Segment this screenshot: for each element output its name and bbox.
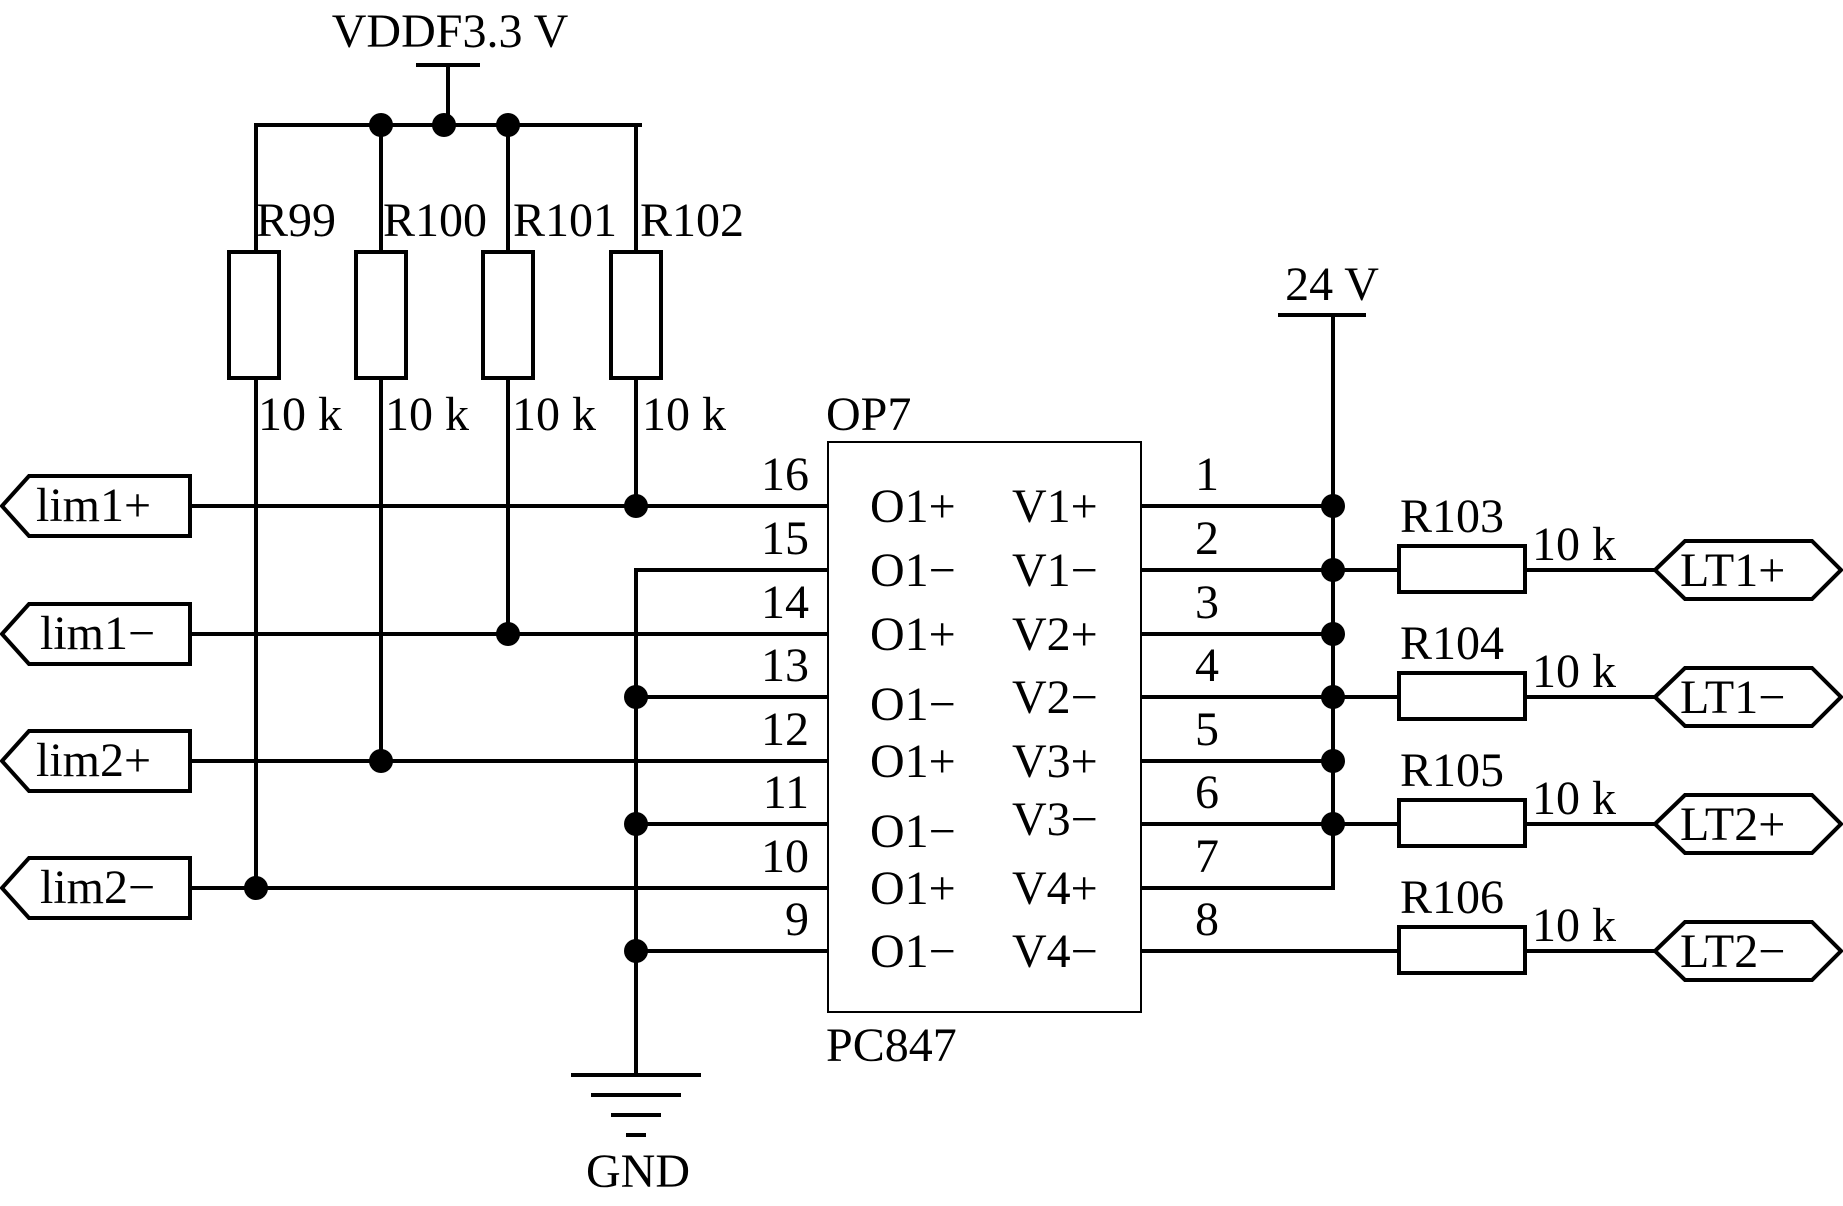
optocoupler-ic: OP7 PC847 (826, 388, 1142, 1072)
ic-pin-name: V1− (1012, 544, 1098, 597)
ic-pin-name: O1+ (870, 608, 956, 661)
r100-value: 10 k (385, 388, 469, 441)
output-port-lt2-minus: LT2− (1652, 920, 1843, 982)
ic-pin-name: V4− (1012, 925, 1098, 978)
output-port-label: LT2− (1680, 925, 1785, 978)
ic-pin-name: V1+ (1012, 480, 1098, 533)
output-port-lt2-plus: LT2+ (1652, 793, 1843, 855)
ic-pin-name: V3− (1012, 793, 1098, 846)
pullup-r102: R102 10 k (609, 123, 744, 508)
ic-pin-number: 15 (761, 512, 809, 565)
ic-pin-number: 16 (761, 448, 809, 501)
vddf-label: VDDF3.3 V (332, 5, 569, 58)
r106-value: 10 k (1532, 899, 1616, 952)
ic-pin-number: 13 (761, 639, 809, 692)
v24-supply: 24 V (1139, 258, 1379, 890)
ic-pin-name: V3+ (1012, 735, 1098, 788)
r105-name: R105 (1400, 744, 1504, 797)
ic-pin-number: 2 (1195, 512, 1219, 565)
ic-pin-number: 9 (785, 893, 809, 946)
ic-part: PC847 (826, 1019, 957, 1072)
v24-label: 24 V (1285, 258, 1379, 311)
ic-pin-number: 5 (1195, 703, 1219, 756)
pullup-r101: R101 10 k (481, 123, 617, 636)
ic-pin-name: O1− (870, 544, 956, 597)
r99-name: R99 (256, 194, 336, 247)
series-r104: R104 10 k (1139, 617, 1657, 721)
output-port-label: LT1− (1680, 671, 1785, 724)
input-port-label: lim1+ (36, 479, 151, 532)
ic-pin-name: V4+ (1012, 862, 1098, 915)
pullup-r99: R99 10 k (227, 123, 342, 890)
ic-pin-number: 14 (761, 576, 809, 629)
ic-pin-number: 4 (1195, 639, 1219, 692)
r102-value: 10 k (642, 388, 726, 441)
r103-value: 10 k (1532, 518, 1616, 571)
series-r106: R106 10 k (1139, 871, 1657, 975)
ic-pin-name: V2− (1012, 671, 1098, 724)
r101-value: 10 k (512, 388, 596, 441)
r101-name: R101 (513, 194, 617, 247)
gnd-net (624, 568, 830, 1077)
ic-pin-number: 11 (763, 766, 809, 819)
input-port-lim1-plus: lim1+ (0, 474, 830, 538)
ic-pin-name: O1− (870, 678, 956, 731)
r106-name: R106 (1400, 871, 1504, 924)
vddf-supply: VDDF3.3 V (254, 5, 642, 137)
ic-pin-number: 8 (1195, 893, 1219, 946)
input-port-label: lim2+ (36, 734, 151, 787)
r100-name: R100 (383, 194, 487, 247)
ic-pin-name: O1− (870, 925, 956, 978)
series-r103: R103 10 k (1139, 490, 1657, 594)
ic-pin-name: V2+ (1012, 608, 1098, 661)
output-port-label: LT1+ (1680, 544, 1785, 597)
ic-pin-number: 7 (1195, 830, 1219, 883)
r102-name: R102 (640, 194, 744, 247)
input-port-lim2-plus: lim2+ (0, 729, 830, 793)
input-port-label: lim2− (40, 861, 155, 914)
ic-pin-number: 10 (761, 830, 809, 883)
ic-pin-number: 3 (1195, 576, 1219, 629)
output-port-lt1-minus: LT1− (1652, 666, 1843, 728)
ic-pin-name: O1− (870, 805, 956, 858)
series-r105: R105 10 k (1139, 744, 1657, 848)
ic-pin-name: O1+ (870, 735, 956, 788)
output-port-lt1-plus: LT1+ (1652, 539, 1843, 601)
input-port-label: lim1− (40, 607, 155, 660)
r105-value: 10 k (1532, 772, 1616, 825)
ic-right-pins: 1V1+ 2V1− 3V2+ 4V2− 5V3+ 6V3− 7V4+ 8V4− (1012, 448, 1219, 978)
r103-name: R103 (1400, 490, 1504, 543)
ic-pin-name: O1+ (870, 862, 956, 915)
ic-pin-number: 1 (1195, 448, 1219, 501)
r104-value: 10 k (1532, 645, 1616, 698)
output-port-label: LT2+ (1680, 798, 1785, 851)
r104-name: R104 (1400, 617, 1504, 670)
ic-pin-name: O1+ (870, 480, 956, 533)
gnd-symbol: GND (571, 1073, 701, 1198)
input-port-lim1-minus: lim1− (0, 602, 830, 666)
gnd-label: GND (586, 1145, 690, 1198)
ic-ref: OP7 (826, 388, 911, 441)
ic-pin-number: 12 (761, 703, 809, 756)
r99-value: 10 k (258, 388, 342, 441)
input-port-lim2-minus: lim2− (0, 856, 830, 920)
ic-pin-number: 6 (1195, 766, 1219, 819)
pullup-r100: R100 10 k (354, 123, 487, 763)
